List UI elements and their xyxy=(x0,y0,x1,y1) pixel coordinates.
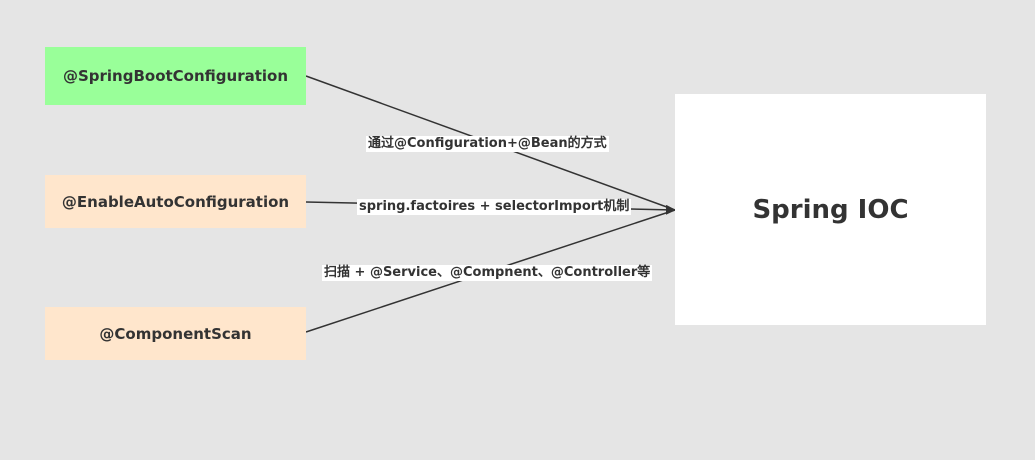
component-scan-node[interactable]: @ComponentScan xyxy=(45,307,306,360)
edge-label-configuration-bean: 通过@Configuration+@Bean的方式 xyxy=(366,136,609,152)
spring-boot-configuration-node[interactable]: @SpringBootConfiguration xyxy=(45,47,306,105)
edge-label-factories-selector: spring.factoires + selectorImport机制 xyxy=(357,199,632,215)
edge-label-scan-annotations: 扫描 + @Service、@Compnent、@Controller等 xyxy=(322,265,653,281)
spring-ioc-node[interactable]: Spring IOC xyxy=(675,94,986,325)
enable-auto-configuration-node[interactable]: @EnableAutoConfiguration xyxy=(45,175,306,228)
